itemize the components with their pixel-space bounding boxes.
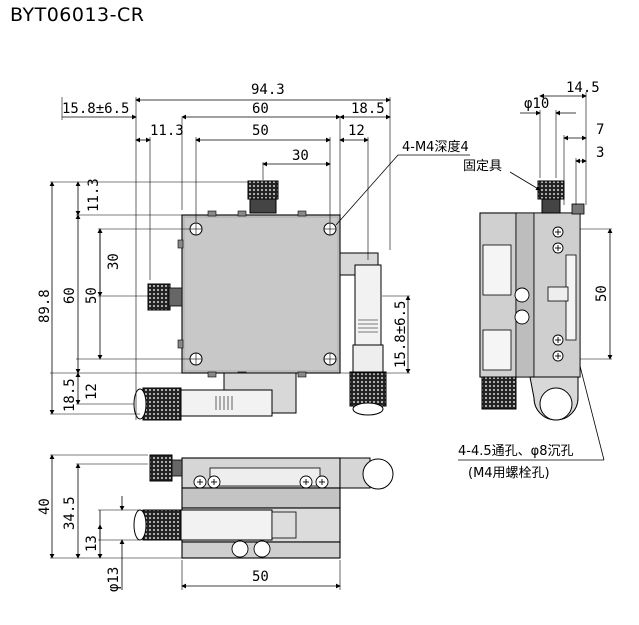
dim-50-side: 50 xyxy=(594,285,610,302)
dim-15-8-top: 15.8±6.5 xyxy=(62,101,129,117)
dim-94-3: 94.3 xyxy=(251,82,285,98)
micrometer-bottom xyxy=(133,372,297,421)
micrometer-right xyxy=(339,252,387,416)
dim-7: 7 xyxy=(596,122,604,138)
dim-14-5: 14.5 xyxy=(566,80,600,96)
dim-15-8-right: 15.8±6.5 xyxy=(393,301,409,368)
dim-50-left: 50 xyxy=(84,287,100,304)
dim-30-left: 30 xyxy=(106,253,122,270)
callout-tapped-holes: 4-M4深度4 xyxy=(402,139,469,155)
dim-18-5-left: 18.5 xyxy=(62,378,78,412)
dim-60-top: 60 xyxy=(252,101,269,117)
stage-plate xyxy=(181,214,341,374)
fixture-knob xyxy=(247,180,279,214)
dim-13: 13 xyxy=(84,535,100,552)
drawing-title: BYT06013-CR xyxy=(10,4,145,26)
dim-3: 3 xyxy=(596,145,604,161)
front-view: 40 34.5 13 φ13 50 xyxy=(37,454,394,592)
clamp-knob-left xyxy=(147,283,183,311)
dim-phi13: φ13 xyxy=(106,567,122,592)
dim-89-8: 89.8 xyxy=(37,289,53,323)
callout-holes-line2: (M4用螺栓孔) xyxy=(468,466,550,481)
callout-holes-line1: 4-4.5通孔、φ8沉孔 xyxy=(458,444,573,459)
dim-12-top: 12 xyxy=(348,123,365,139)
dim-50-top: 50 xyxy=(252,123,269,139)
top-view: 94.3 15.8±6.5 60 18.5 11.3 50 12 30 xyxy=(37,82,470,421)
dim-11-3-top: 11.3 xyxy=(150,123,184,139)
side-view: φ10 14.5 7 3 50 固定具 4-4.5通孔、φ8沉孔 (M4用螺栓孔… xyxy=(458,80,613,481)
dim-40: 40 xyxy=(37,498,53,515)
dim-60-left: 60 xyxy=(62,287,78,304)
dim-30-top: 30 xyxy=(292,148,309,164)
dim-18-5-top: 18.5 xyxy=(351,101,385,117)
dim-50-front: 50 xyxy=(252,569,269,585)
dim-phi10: φ10 xyxy=(524,96,549,112)
dim-12-left: 12 xyxy=(84,383,100,400)
dim-11-3-left: 11.3 xyxy=(86,178,102,212)
dim-34-5: 34.5 xyxy=(62,496,78,530)
callout-fixture: 固定具 xyxy=(463,159,502,174)
